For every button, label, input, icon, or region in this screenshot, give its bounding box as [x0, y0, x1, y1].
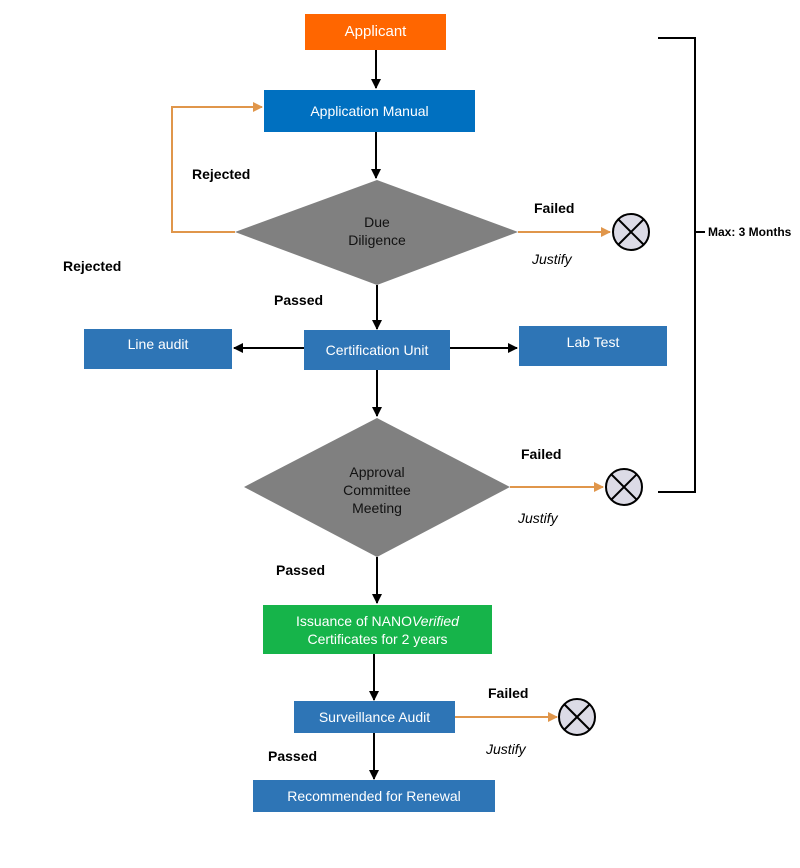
- approval-committee-label: Approval Committee Meeting: [343, 464, 411, 516]
- failed-label: Failed: [488, 685, 529, 701]
- duration-bracket: [658, 37, 696, 493]
- surveillance-audit-box: Surveillance Audit: [294, 701, 455, 733]
- applicant-label: Applicant: [344, 23, 407, 40]
- failed-label: Failed: [534, 200, 575, 216]
- renewal-label: Recommended for Renewal: [287, 788, 461, 804]
- rejected-label: Rejected: [192, 166, 251, 182]
- surveillance-audit-label: Surveillance Audit: [318, 709, 431, 725]
- reject-circle-icon: [605, 468, 643, 506]
- application-manual-box: Application Manual: [264, 90, 475, 132]
- passed-label: Passed: [268, 748, 318, 764]
- passed-label: Passed: [276, 562, 326, 578]
- arrow-rejected-loop: [171, 102, 263, 233]
- line-audit-label: Line audit: [127, 336, 189, 352]
- issuance-line2: Certificates for 2 years: [307, 630, 448, 647]
- due-diligence-diamond: [235, 180, 518, 285]
- justify-label: Justify: [486, 741, 526, 757]
- lab-test-box: Lab Test: [519, 326, 667, 366]
- justify-label: Justify: [518, 510, 558, 526]
- renewal-box: Recommended for Renewal: [253, 780, 495, 812]
- approval-committee-diamond: [244, 418, 510, 557]
- lab-test-label: Lab Test: [566, 334, 620, 350]
- max-duration-label: Max: 3 Months: [708, 225, 792, 239]
- issuance-line1: Issuance of NANOVerified: [296, 612, 459, 629]
- passed-label: Passed: [274, 292, 324, 308]
- reject-circle-icon: [558, 698, 596, 736]
- failed-label: Failed: [521, 446, 562, 462]
- certification-unit-label: Certification Unit: [325, 342, 429, 358]
- rejected-label: Rejected: [63, 258, 122, 274]
- application-manual-label: Application Manual: [310, 103, 429, 119]
- reject-circle-icon: [612, 213, 650, 251]
- line-audit-box: Line audit: [84, 329, 232, 369]
- justify-label: Justify: [532, 251, 572, 267]
- certification-unit-box: Certification Unit: [304, 330, 450, 370]
- due-diligence-label: Due Diligence: [348, 214, 406, 248]
- issuance-box: Issuance of NANOVerified Certificates fo…: [263, 605, 492, 654]
- applicant-box: Applicant: [305, 14, 446, 50]
